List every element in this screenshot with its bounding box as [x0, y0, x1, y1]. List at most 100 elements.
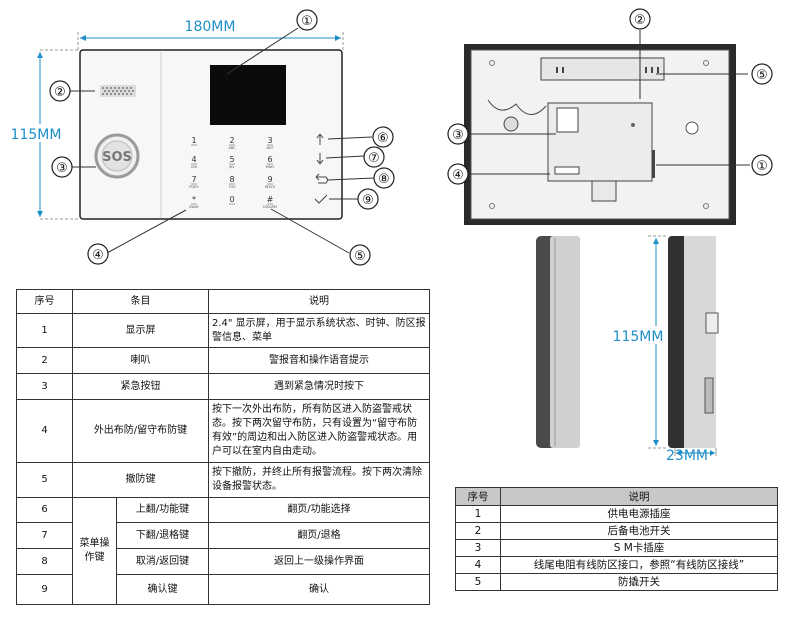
front-callout-4: ④ — [92, 248, 104, 263]
back-view-diagram: ② ⑤ ③ ④ ① — [447, 8, 773, 225]
row-item: 确认键 — [116, 574, 209, 605]
back-callout-4: ④ — [452, 168, 464, 183]
front-callout-3: ③ — [56, 161, 68, 176]
front-panel-spec-table: 序号 条目 说明 1 显示屏 2.4" 显示屏，用于显示系统状态、时钟、防区报警… — [16, 289, 430, 605]
keypad-key-sublabel: DEF — [267, 146, 274, 150]
keypad-key-9: * — [192, 195, 196, 204]
keypad-key-11: # — [267, 195, 274, 204]
side-height-label: 115MM — [613, 329, 664, 345]
table-row: 7 下翻/退格键 翻页/退格 — [16, 522, 430, 549]
table-row: 1 显示屏 2.4" 显示屏，用于显示系统状态、时钟、防区报警信息、菜单 — [16, 313, 430, 348]
keypad-key-sublabel: PQRS — [189, 185, 199, 189]
sos-button: SOS — [94, 133, 140, 179]
keypad-key-6: 7 — [191, 175, 196, 184]
table2-header-no: 序号 — [455, 487, 501, 506]
table-row: 2 喇叭 警报音和操作语音提示 — [16, 347, 430, 374]
back-return-key-icon — [315, 173, 328, 184]
confirm-key-icon — [314, 194, 328, 204]
display-screen — [210, 65, 286, 125]
keypad-key-3: 4 — [191, 155, 196, 164]
function-keys — [314, 133, 328, 204]
row-no: 7 — [16, 522, 73, 549]
row-item: 紧急按钮 — [72, 373, 209, 400]
row-desc: 防撬开关 — [500, 573, 778, 591]
keypad-key-0: 1 — [191, 136, 196, 145]
front-callout-8: ⑧ — [378, 172, 390, 187]
keypad-key-10: 0 — [229, 195, 234, 204]
row-desc: 按下一次外出布防，所有防区进入防盗警戒状态。按下两次留守布防，只有设置为“留守布… — [208, 399, 430, 463]
keypad-key-1: 2 — [229, 136, 234, 145]
back-callout-2: ② — [634, 13, 646, 28]
front-height-label: 115MM — [11, 127, 62, 143]
row-item: 撤防键 — [72, 462, 209, 498]
row-desc: 后备电池开关 — [500, 522, 778, 540]
front-width-label: 180MM — [185, 19, 236, 35]
row-desc: 遇到紧急情况时按下 — [208, 373, 430, 400]
row-item: 取消/返回键 — [116, 548, 209, 575]
back-callout-1: ① — [756, 159, 768, 174]
sos-label: SOS — [102, 150, 132, 165]
row-no: 3 — [16, 373, 73, 400]
table-row: 8 取消/返回键 返回上一级操作界面 — [16, 548, 430, 575]
row-desc: 翻页/退格 — [208, 522, 430, 549]
side-depth-label: 23MM — [666, 448, 708, 464]
up-function-key-icon — [316, 133, 324, 145]
row-desc: 确认 — [208, 574, 430, 605]
table2-header-desc: 说明 — [500, 487, 778, 506]
menu-group-label: 菜单操作键 — [72, 497, 117, 605]
table1-header-item: 条目 — [72, 289, 209, 314]
back-callout-5: ⑤ — [756, 68, 768, 83]
row-desc: 供电电源插座 — [500, 505, 778, 523]
keypad-key-7: 8 — [229, 175, 234, 184]
row-no: 2 — [455, 522, 501, 540]
keypad-key-2: 3 — [267, 136, 272, 145]
down-backspace-key-icon — [316, 153, 324, 165]
row-no: 9 — [16, 574, 73, 605]
row-desc: S M卡插座 — [500, 539, 778, 557]
keypad-key-sublabel: WXYZ — [265, 185, 276, 189]
row-desc: 线尾电阻有线防区接口，参照“有线防区接线” — [500, 556, 778, 574]
row-item: 下翻/退格键 — [116, 522, 209, 549]
row-desc: 按下撤防，并终止所有报警流程。按下两次清除设备报警状态。 — [208, 462, 430, 498]
keypad-key-sublabel: MNO — [266, 165, 275, 169]
table-row: 4 外出布防/留守布防键 按下一次外出布防，所有防区进入防盗警戒状态。按下两次留… — [16, 399, 430, 463]
side-view-diagram: 115MM — [536, 235, 719, 456]
row-item: 上翻/功能键 — [116, 497, 209, 523]
row-no: 5 — [16, 462, 73, 498]
row-no: 1 — [455, 505, 501, 523]
front-callout-2: ② — [54, 85, 66, 100]
keypad-key-4: 5 — [229, 155, 234, 164]
row-desc: 2.4" 显示屏，用于显示系统状态、时钟、防区报警信息、菜单 — [208, 313, 430, 348]
keypad-key-sublabel: AWAY — [189, 205, 200, 209]
row-desc: 警报音和操作语音提示 — [208, 347, 430, 374]
keypad-key-sublabel: TUV — [227, 185, 236, 189]
front-callout-5: ⑤ — [354, 249, 366, 264]
row-desc: 返回上一级操作界面 — [208, 548, 430, 575]
row-item: 外出布防/留守布防键 — [72, 399, 209, 463]
table-row: 6 菜单操作键 上翻/功能键 翻页/功能选择 — [16, 497, 430, 605]
keypad-key-5: 6 — [267, 155, 272, 164]
table-row: 9 确认键 确认 — [16, 574, 430, 605]
row-no: 6 — [16, 497, 73, 523]
row-desc: 翻页/功能选择 — [208, 497, 430, 523]
front-callout-1: ① — [301, 14, 313, 29]
row-no: 5 — [455, 573, 501, 591]
keypad-key-sublabel: GHI — [191, 165, 197, 169]
keypad-key-sublabel: JKL — [228, 165, 234, 169]
table1-header-desc: 说明 — [208, 289, 430, 314]
row-no: 1 — [16, 313, 73, 348]
row-no: 3 — [455, 539, 501, 557]
front-callout-9: ⑨ — [362, 193, 374, 208]
front-callout-6: ⑥ — [377, 131, 389, 146]
table-row: 3 紧急按钮 遇到紧急情况时按下 — [16, 373, 430, 400]
keypad-key-sublabel: DISARM — [263, 205, 277, 209]
row-item: 喇叭 — [72, 347, 209, 374]
